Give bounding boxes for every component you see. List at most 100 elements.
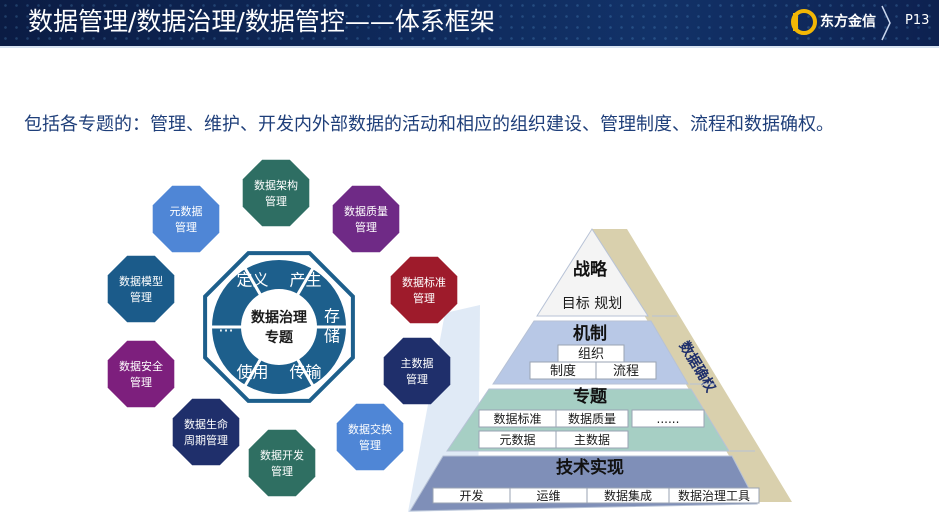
topic-label: 周期管理: [184, 433, 228, 447]
pyramid-item: 主数据: [555, 430, 629, 449]
item-label: 开发: [459, 488, 483, 503]
topic-octagon: [242, 159, 310, 227]
item-label: 数据质量: [568, 411, 616, 426]
header-pattern: [0, 0, 939, 46]
pyramid-item-label: 目标 规划: [562, 296, 622, 312]
wheel-center-label: 数据治理: [251, 309, 307, 326]
item-label: 制度: [550, 363, 576, 379]
header-divider: [0, 46, 939, 48]
company-logo: 东方金信: [779, 7, 919, 37]
topic-octagon: [248, 429, 316, 497]
topic-label: 元数据: [170, 204, 203, 218]
topic-label: 主数据: [401, 356, 434, 370]
wheel-segment-label: 传输: [289, 362, 321, 381]
wheel-segment-label: 产生: [289, 271, 321, 290]
pyramid-side-band: [592, 229, 792, 502]
topic-octagon: [107, 340, 175, 408]
topic-label: 数据开发: [260, 448, 304, 462]
topic-label: 数据架构: [254, 178, 298, 192]
item-box: [631, 409, 705, 428]
topic-label: 管理: [355, 220, 377, 234]
pyramid-item: 数据标准: [478, 409, 557, 428]
topic-label: 数据模型: [119, 274, 163, 288]
topic-label: 数据交换: [348, 422, 392, 436]
wheel-segment-label: 使用: [236, 362, 268, 381]
item-label: 数据标准: [493, 411, 541, 426]
item-box: [555, 430, 629, 449]
chevron-right-icon: [881, 5, 891, 41]
logo-mark-icon: [791, 9, 817, 35]
wheel-divider: [243, 357, 263, 388]
topic-octagon: [172, 398, 240, 466]
pyramid-item: 元数据: [478, 430, 557, 449]
item-box: [595, 361, 657, 380]
wheel-divider: [243, 266, 263, 297]
topic-label: 数据安全: [119, 359, 163, 373]
topic-label: 管理: [130, 290, 152, 304]
page-title: 数据管理/数据治理/数据管控——体系框架: [28, 7, 495, 36]
pyramid-item: ......: [631, 409, 705, 428]
pyramid-item: 制度: [529, 361, 597, 380]
wheel-center-label: 专题: [265, 329, 294, 346]
topic-octagon: [336, 403, 404, 471]
wheel-divider: [295, 357, 315, 388]
topic-label: 数据生命: [184, 417, 228, 431]
item-label: 主数据: [574, 432, 610, 447]
wheel-segment-label: 存: [324, 307, 340, 326]
item-label: 组织: [578, 347, 604, 362]
topic-label: 管理: [271, 464, 293, 478]
pyramid-item: 流程: [595, 361, 657, 380]
topic-octagon: [383, 337, 451, 405]
pyramid-level-strategy: [536, 228, 649, 317]
topic-label: 管理: [130, 375, 152, 389]
topic-label: 管理: [265, 194, 287, 208]
wheel-segment-label: 储: [324, 327, 340, 346]
pyramid-level-title: 机制: [573, 323, 607, 344]
topic-label: 数据标准: [402, 275, 446, 289]
wheel-segment-label: 定义: [236, 271, 268, 290]
topic-label: 管理: [359, 438, 381, 452]
item-label: 数据集成: [604, 488, 652, 503]
topic-label: 数据质量: [344, 204, 388, 218]
wheel-hub: [241, 289, 317, 365]
topic-octagon: [152, 185, 220, 253]
topic-label: 管理: [413, 291, 435, 305]
subtitle: 包括各专题的：管理、维护、开发内外部数据的活动和相应的组织建设、管理制度、流程和…: [24, 114, 834, 135]
item-label: 运维: [536, 489, 560, 503]
topic-label: 管理: [406, 372, 428, 386]
item-label: 数据治理工具: [678, 488, 750, 503]
item-box: [555, 409, 629, 428]
topic-octagon: [332, 185, 400, 253]
wheel-segment-label: ...: [218, 317, 233, 336]
topic-octagon: [107, 255, 175, 323]
item-label: 元数据: [499, 432, 535, 447]
logo-text: 东方金信: [820, 14, 876, 30]
topic-label: 管理: [175, 220, 197, 234]
item-box: [668, 487, 760, 504]
topic-octagon: [390, 256, 458, 324]
pyramid-item: 运维: [509, 487, 588, 504]
page-number: P13: [905, 13, 930, 28]
pyramid-level-title: 战略: [573, 259, 608, 280]
item-label: 流程: [613, 364, 639, 379]
pyramid-level-title: 专题: [573, 386, 608, 407]
item-label: ......: [657, 412, 680, 426]
wheel-divider: [295, 266, 315, 297]
pyramid-item: 组织: [557, 344, 625, 363]
pyramid-item: 数据质量: [555, 409, 629, 428]
pyramid-item: 数据集成: [586, 487, 670, 504]
header-bar: 数据管理/数据治理/数据管控——体系框架 东方金信 P13: [0, 0, 939, 46]
pyramid-item: 开发: [432, 487, 511, 504]
pyramid-item: 数据治理工具: [668, 487, 760, 504]
